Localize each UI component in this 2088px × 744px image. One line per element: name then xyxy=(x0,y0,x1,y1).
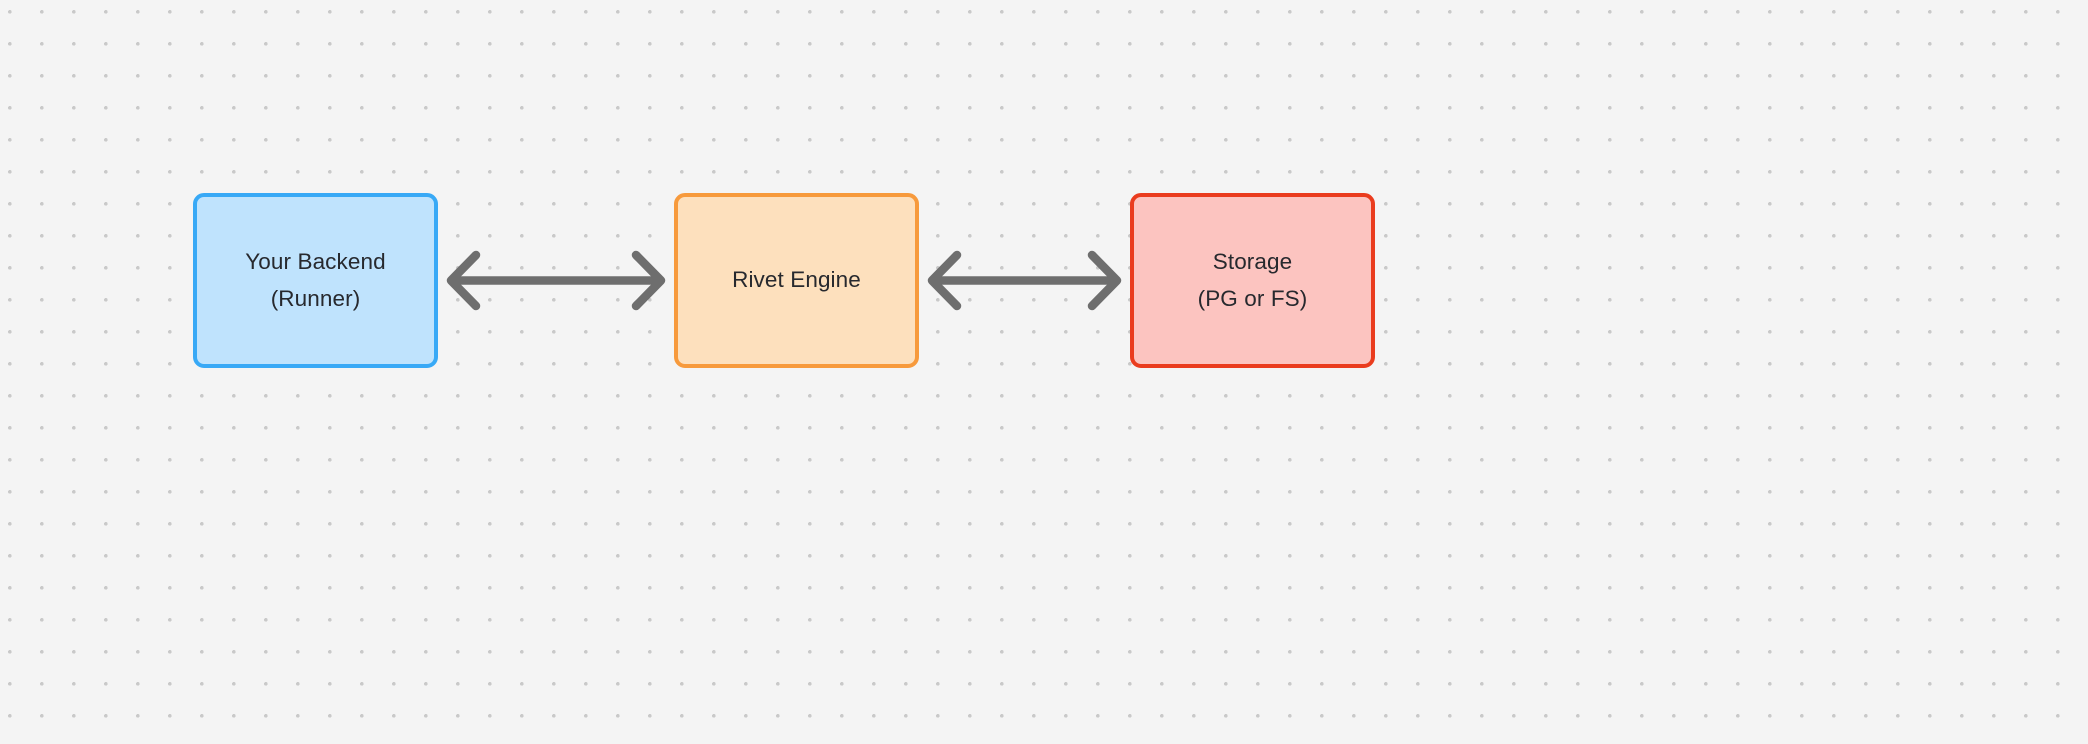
double-arrow-icon xyxy=(927,250,1122,311)
node-your-backend-label-line2: (Runner) xyxy=(270,285,361,311)
node-storage[interactable]: Storage (PG or FS) xyxy=(1130,193,1375,368)
node-your-backend[interactable]: Your Backend (Runner) xyxy=(193,193,438,368)
connector-engine-storage[interactable] xyxy=(919,243,1130,318)
node-rivet-engine[interactable]: Rivet Engine xyxy=(674,193,919,368)
double-arrow-icon xyxy=(446,250,666,311)
node-your-backend-label-line1: Your Backend xyxy=(245,249,386,275)
connector-backend-engine[interactable] xyxy=(438,243,674,318)
node-storage-label-line2: (PG or FS) xyxy=(1197,285,1308,311)
node-storage-label-line1: Storage xyxy=(1212,249,1293,275)
node-rivet-engine-label: Rivet Engine xyxy=(732,267,861,293)
